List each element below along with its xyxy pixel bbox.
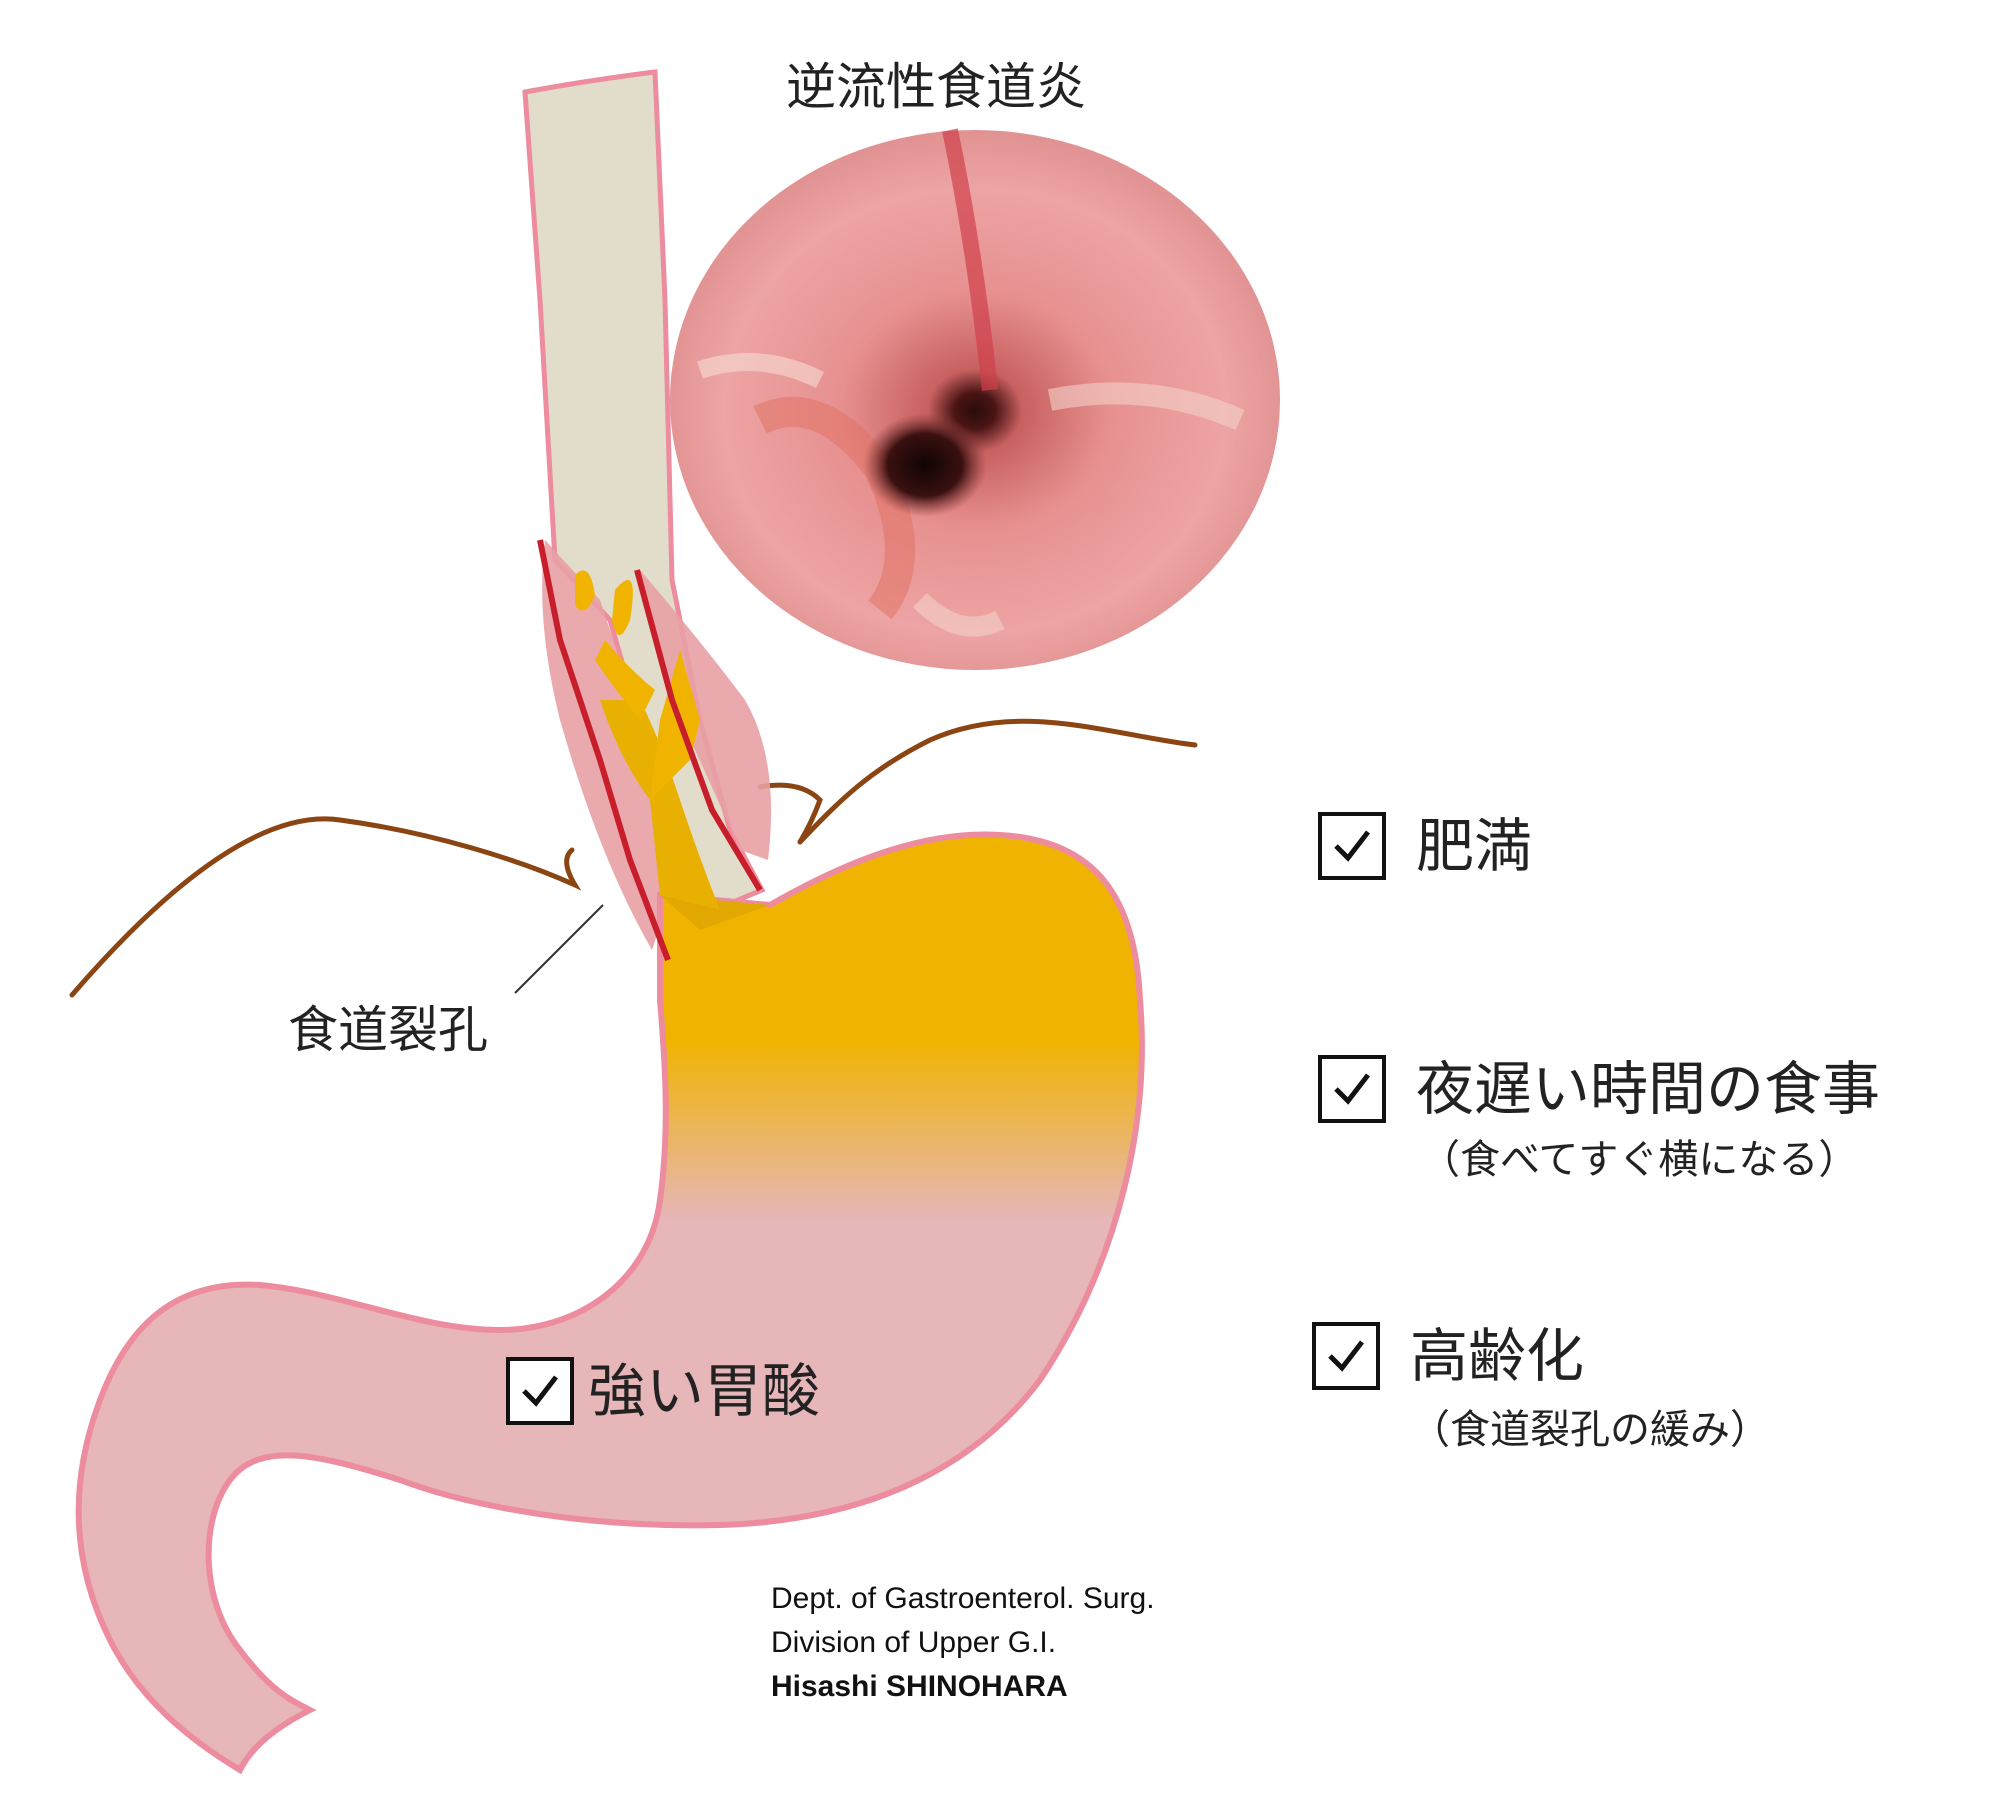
checkbox	[1318, 812, 1386, 880]
credit-division: Division of Upper G.I.	[771, 1626, 1057, 1659]
factor-label: 強い胃酸	[588, 1357, 821, 1425]
checkbox	[1312, 1322, 1380, 1390]
diaphragm	[69, 718, 1198, 998]
factor-late-meal: 夜遅い時間の食事	[1318, 1055, 1880, 1123]
factor-obesity: 肥満	[1318, 812, 1532, 880]
stomach	[75, 831, 1145, 1775]
page-title: 逆流性食道炎	[786, 58, 1086, 116]
check-icon	[1328, 1340, 1364, 1372]
credit-dept: Dept. of Gastroenterol. Surg.	[771, 1582, 1155, 1615]
credit-block: Dept. of Gastroenterol. Surg. Division o…	[771, 1577, 1155, 1709]
check-icon	[1334, 830, 1370, 862]
credit-author: Hisashi SHINOHARA	[771, 1670, 1068, 1703]
factor-label: 肥満	[1416, 812, 1533, 880]
hiatus-pointer	[514, 904, 604, 994]
factor-label: 夜遅い時間の食事	[1416, 1055, 1881, 1123]
endoscopy-image	[670, 128, 1280, 670]
check-icon	[1334, 1073, 1370, 1105]
factor-strong-acid: 強い胃酸	[506, 1357, 820, 1425]
factor-aging: 高齢化	[1312, 1322, 1584, 1390]
factor-late-meal-note: （食べてすぐ横になる）	[1420, 1137, 1859, 1183]
acid-reflux	[575, 570, 720, 910]
factor-aging-note: （食道裂孔の緩み）	[1410, 1407, 1770, 1453]
inflamed-lining	[537, 539, 763, 962]
check-icon	[522, 1375, 558, 1407]
hiatus-label: 食道裂孔	[288, 1001, 488, 1059]
checkbox	[506, 1357, 574, 1425]
checkbox	[1318, 1055, 1386, 1123]
hiatal-hernia	[542, 540, 772, 950]
factor-label: 高齢化	[1410, 1322, 1585, 1390]
